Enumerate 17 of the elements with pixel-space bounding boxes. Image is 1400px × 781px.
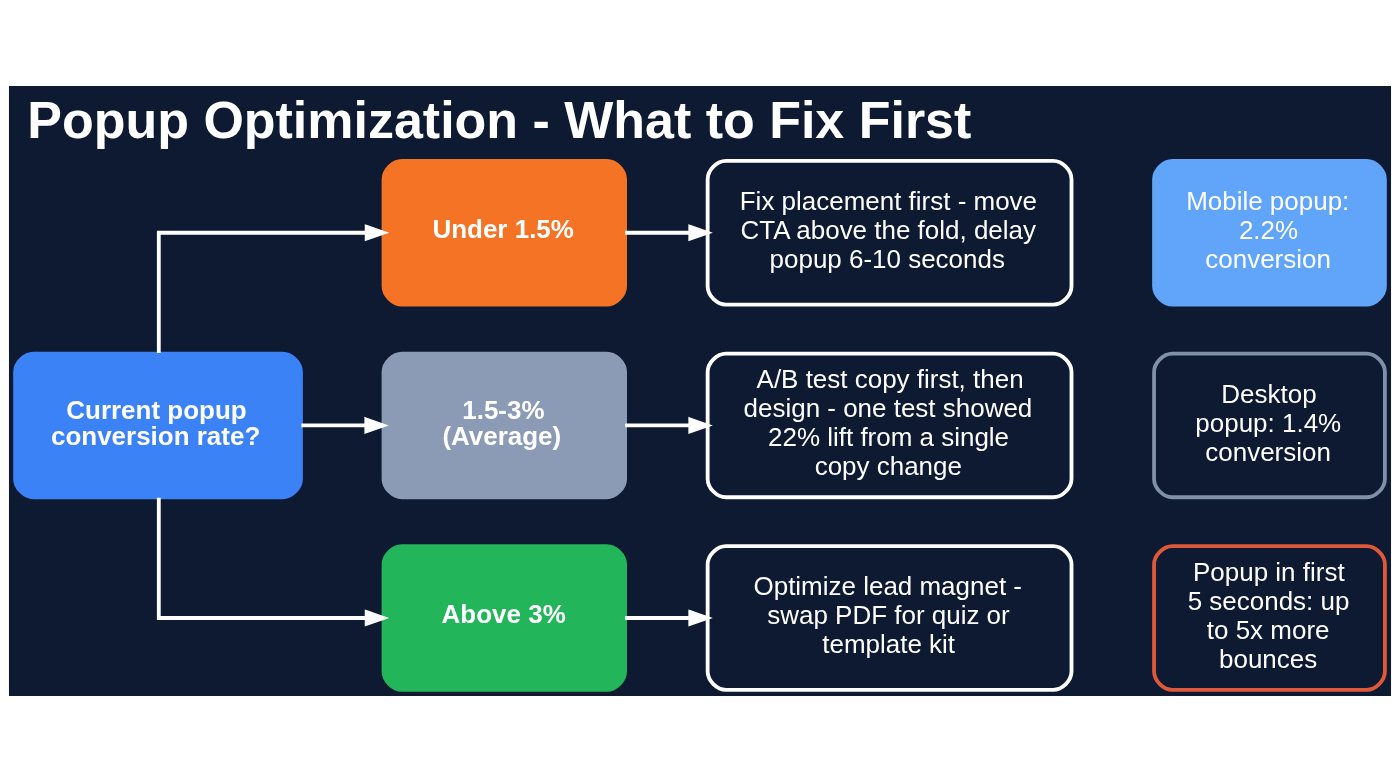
arrow xyxy=(625,223,713,241)
node-box: Popup in first 5 seconds: up to 5x more bounces xyxy=(1152,543,1387,692)
arrow xyxy=(301,416,389,434)
node-box: Under 1.5% xyxy=(381,158,627,307)
node-box: Current popup conversion rate? xyxy=(13,351,303,499)
arrow xyxy=(156,497,390,627)
node-box: Desktop popup: 1.4% conversion xyxy=(1152,351,1387,499)
node-box: Above 3% xyxy=(381,543,627,692)
arrow xyxy=(156,223,390,353)
node-box: Fix placement first - move CTA above the fold, delay popup 6-10 seconds xyxy=(705,158,1074,307)
node-box: Mobile popup: 2.2% conversion xyxy=(1152,158,1387,307)
diagram-title: Popup Optimization - What to Fix First xyxy=(27,90,972,149)
arrow xyxy=(625,416,713,434)
node-box: Optimize lead magnet - swap PDF for quiz or template kit xyxy=(705,543,1074,692)
node-box: A/B test copy first, then design - one test showed 22% lift from a single copy change xyxy=(705,351,1074,499)
node-box: 1.5-3% (Average) xyxy=(381,351,627,499)
arrow xyxy=(625,608,713,627)
